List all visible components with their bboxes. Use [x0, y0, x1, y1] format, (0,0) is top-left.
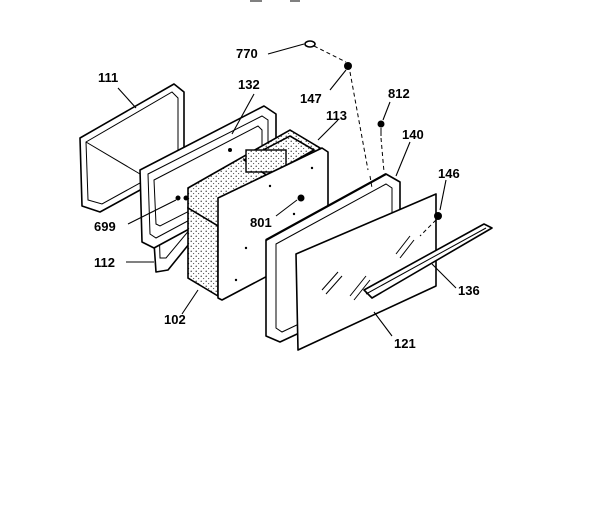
- screw-699: [175, 195, 181, 201]
- callout-146: 146: [438, 166, 460, 181]
- callout-140: 140: [402, 127, 424, 142]
- callout-147: 147: [300, 91, 322, 106]
- screw-801: [297, 194, 305, 202]
- callout-132: 132: [238, 77, 260, 92]
- hardware-parts: [175, 40, 442, 220]
- screw-812: [377, 120, 385, 128]
- callout-136: 136: [458, 283, 480, 298]
- assembly-lines: [313, 45, 437, 237]
- pin-770: [304, 40, 316, 48]
- callout-111: 111: [98, 70, 118, 85]
- callout-699: 699: [94, 219, 116, 234]
- callout-812: 812: [388, 86, 410, 101]
- callout-801: 801: [250, 215, 272, 230]
- callout-121: 121: [394, 336, 416, 351]
- screw-147: [344, 62, 352, 70]
- callout-113: 113: [326, 108, 347, 123]
- screw-146: [434, 212, 442, 220]
- callout-770: 770: [236, 46, 258, 61]
- callout-labels: 770 147 812 111 132 113 140 146 699 801 …: [94, 46, 480, 351]
- leader-lines: [117, 43, 457, 337]
- trim-strip-136: [363, 223, 493, 299]
- outer-glass-121: [295, 193, 437, 351]
- callout-112: 112: [94, 255, 115, 270]
- callout-102: 102: [164, 312, 186, 327]
